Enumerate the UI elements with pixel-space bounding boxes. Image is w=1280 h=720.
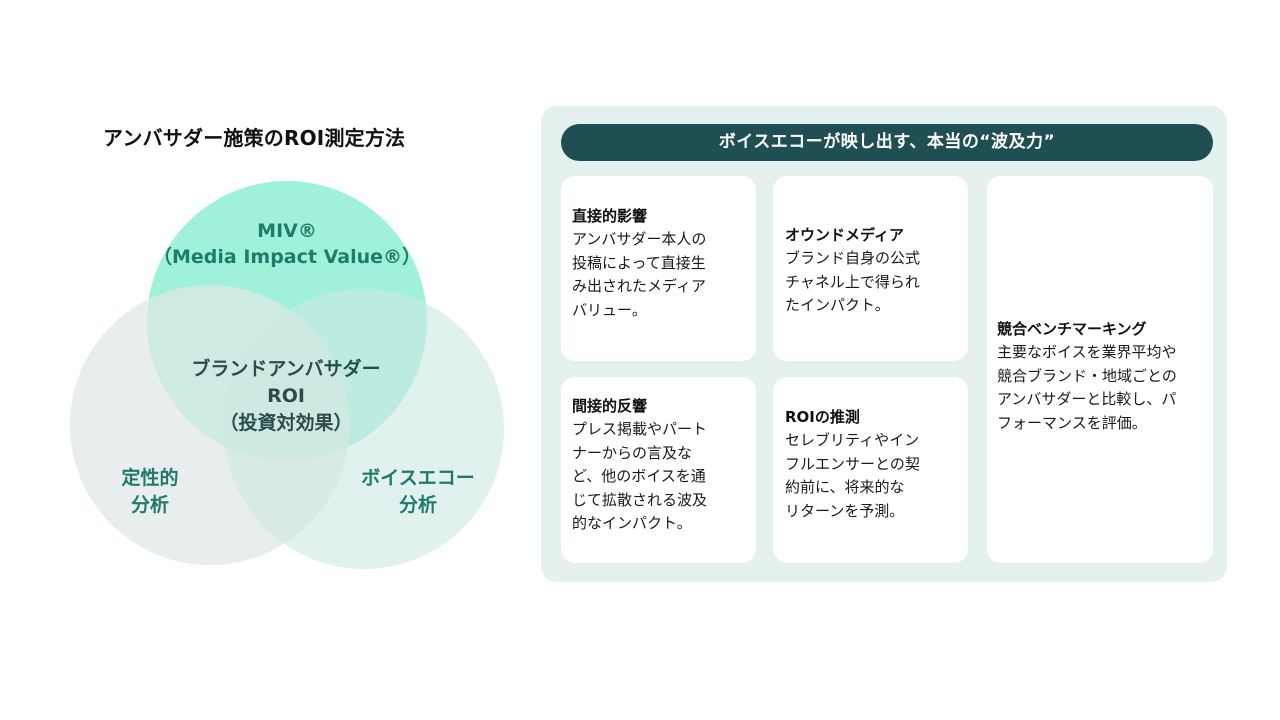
miv-label: MIV® （Media Impact Value®）: [137, 218, 437, 270]
card-direct-impact: 直接的影響 アンバサダー本人の 投稿によって直接生 み出されたメディア バリュー…: [561, 176, 756, 361]
card-body-line: 投稿によって直接生: [572, 253, 706, 272]
roi-center-label: ブランドアンバサダー ROI （投資対効果）: [150, 356, 422, 437]
card-body: アンバサダー本人の 投稿によって直接生 み出されたメディア バリュー。: [572, 228, 756, 322]
voice-echo-label-line: 分析: [398, 494, 437, 516]
card-body-line: セレブリティやイン: [785, 431, 920, 449]
card-body-line: フォーマンスを評価。: [997, 413, 1147, 432]
card-body: セレブリティやイン フルエンサーとの契 約前に、将来的な リターンを予測。: [785, 429, 968, 523]
card-body-line: 約前に、将来的な: [785, 478, 905, 496]
qualitative-label: 定性的 分析: [90, 465, 210, 519]
card-body-line: ナーからの言及な: [572, 443, 693, 462]
card-body-line: ブランド自身の公式: [785, 249, 921, 267]
card-title: オウンドメディア: [785, 226, 904, 244]
card-body-line: 競合ブランド・地域ごとの: [997, 366, 1177, 385]
card-title: 間接的反響: [572, 397, 648, 415]
card-body-line: ど、他のボイスを通: [572, 467, 706, 485]
card-body: プレス掲載やパート ナーからの言及な ど、他のボイスを通 じて拡散される波及 的…: [572, 418, 756, 536]
card-body-line: み出されたメディア: [572, 277, 706, 295]
card-body: 主要なボイスを業界平均や 競合ブランド・地域ごとの アンバサダーと比較し、パ フ…: [997, 341, 1213, 435]
card-title: ROIの推測: [785, 408, 860, 426]
miv-label-line: MIV®: [257, 220, 317, 242]
card-competitive-benchmarking: 競合ベンチマーキング 主要なボイスを業界平均や 競合ブランド・地域ごとの アンバ…: [987, 176, 1213, 563]
card-body-line: じて拡散される波及: [572, 490, 708, 509]
card-body-line: フルエンサーとの契: [785, 454, 920, 473]
card-body-line: チャネル上で得られ: [785, 272, 920, 291]
panel-header: ボイスエコーが映し出す、本当の“波及力”: [561, 124, 1213, 161]
voice-echo-label: ボイスエコー 分析: [338, 465, 498, 519]
card-body-line: アンバサダーと比較し、パ: [997, 390, 1177, 408]
card-owned-media: オウンドメディア ブランド自身の公式 チャネル上で得られ たインパクト。: [773, 176, 968, 361]
card-title: 直接的影響: [572, 207, 648, 225]
card-body-line: たインパクト。: [785, 296, 890, 314]
venn-diagram: [70, 181, 504, 569]
card-body-line: リターンを予測。: [785, 501, 905, 520]
card-indirect-echo: 間接的反響 プレス掲載やパート ナーからの言及な ど、他のボイスを通 じて拡散さ…: [561, 377, 756, 563]
qualitative-label-line: 分析: [130, 494, 169, 516]
qualitative-label-line: 定性的: [121, 467, 179, 489]
voice-echo-circle: [224, 289, 504, 569]
venn-title: アンバサダー施策のROI測定方法: [103, 126, 406, 150]
card-roi-estimation: ROIの推測 セレブリティやイン フルエンサーとの契 約前に、将来的な リターン…: [773, 377, 968, 563]
card-body-line: アンバサダー本人の: [572, 230, 707, 248]
roi-center-line: ROI: [267, 385, 305, 407]
card-body-line: 主要なボイスを業界平均や: [997, 343, 1177, 361]
card-body-line: バリュー。: [572, 300, 647, 319]
voice-echo-panel: ボイスエコーが映し出す、本当の“波及力” 直接的影響 アンバサダー本人の 投稿に…: [541, 106, 1227, 582]
voice-echo-label-line: ボイスエコー: [361, 467, 475, 489]
card-body-line: プレス掲載やパート: [572, 420, 708, 438]
roi-center-line: （投資対効果）: [219, 412, 353, 434]
roi-center-line: ブランドアンバサダー: [191, 358, 381, 380]
card-body-line: 的なインパクト。: [572, 514, 692, 532]
miv-label-line: （Media Impact Value®）: [152, 246, 421, 268]
card-title: 競合ベンチマーキング: [997, 320, 1147, 338]
card-body: ブランド自身の公式 チャネル上で得られ たインパクト。: [785, 247, 968, 318]
